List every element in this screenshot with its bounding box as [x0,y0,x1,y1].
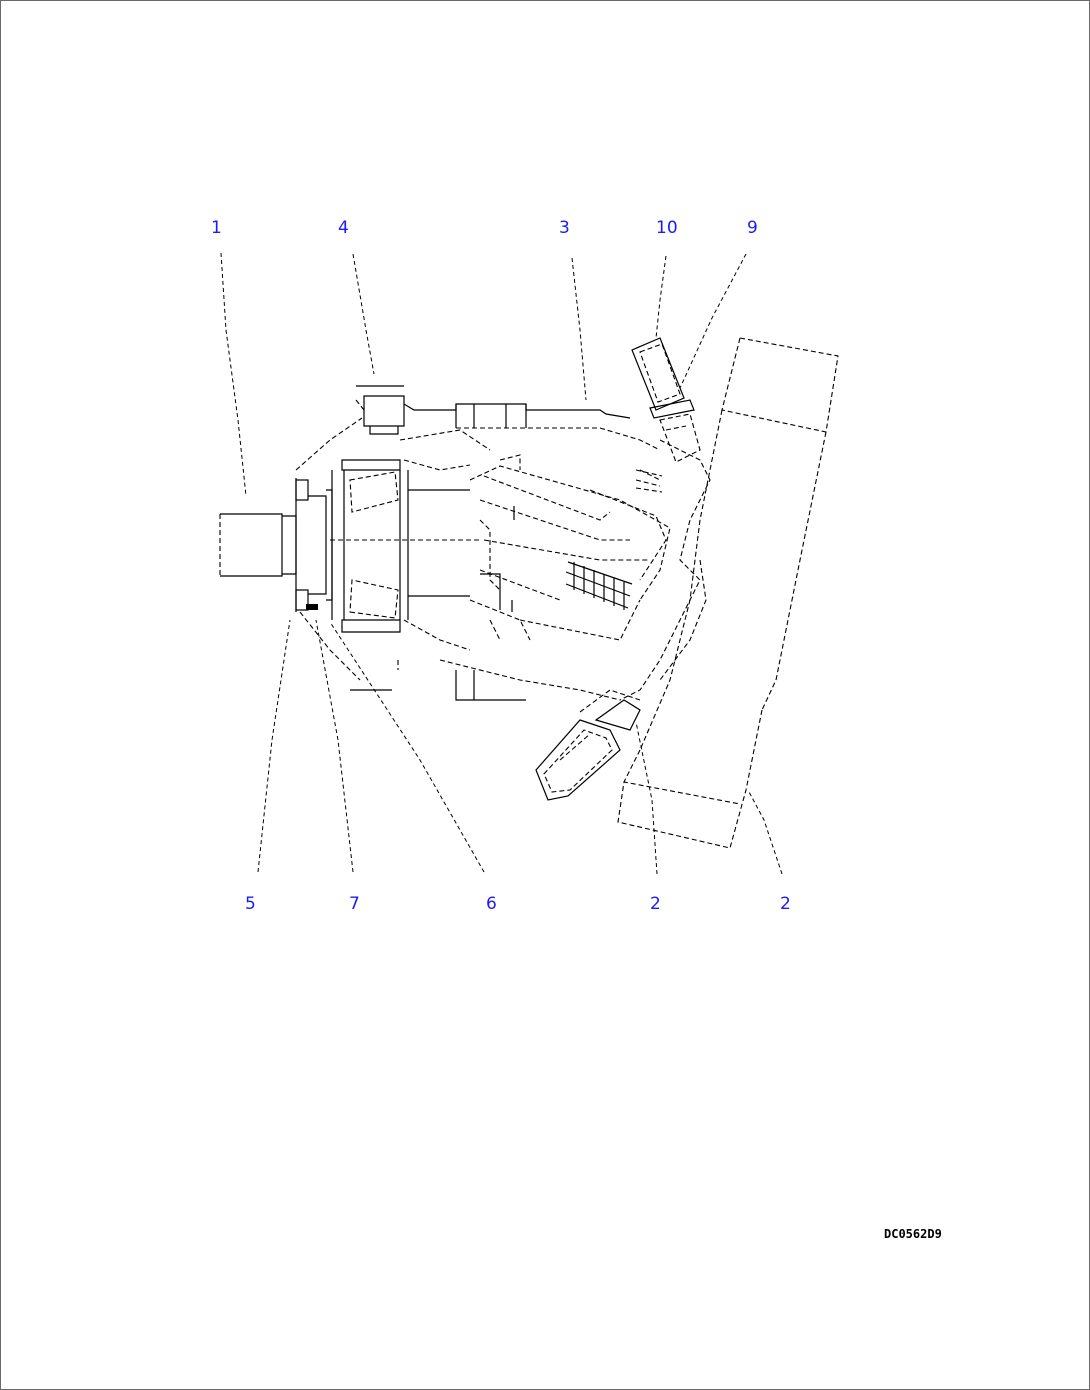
front-flange [295,417,363,681]
callout-3: 3 [559,218,570,238]
callout-6: 6 [486,894,497,914]
leader-lines [220,252,783,875]
drive-shaft [219,513,297,577]
cylinder-block [469,454,671,641]
callout-2-right: 2 [780,894,791,914]
upper-valve [631,337,701,463]
main-casing [350,403,661,701]
top-port-block [355,385,405,435]
accessory-housing [617,337,839,849]
end-cap [619,439,711,701]
drawing-code: DC0562D9 [884,1227,942,1241]
callout-9: 9 [747,218,758,238]
callout-7: 7 [349,894,360,914]
callout-2-left: 2 [650,894,661,914]
callout-10: 10 [656,218,678,238]
callout-labels: 1 4 3 10 9 5 7 6 2 2 [211,218,791,914]
lower-valve [535,689,641,801]
callout-1: 1 [211,218,222,238]
callout-5: 5 [245,894,256,914]
bearing-housing [330,459,480,633]
small-features [480,469,663,612]
callout-4: 4 [338,218,349,238]
